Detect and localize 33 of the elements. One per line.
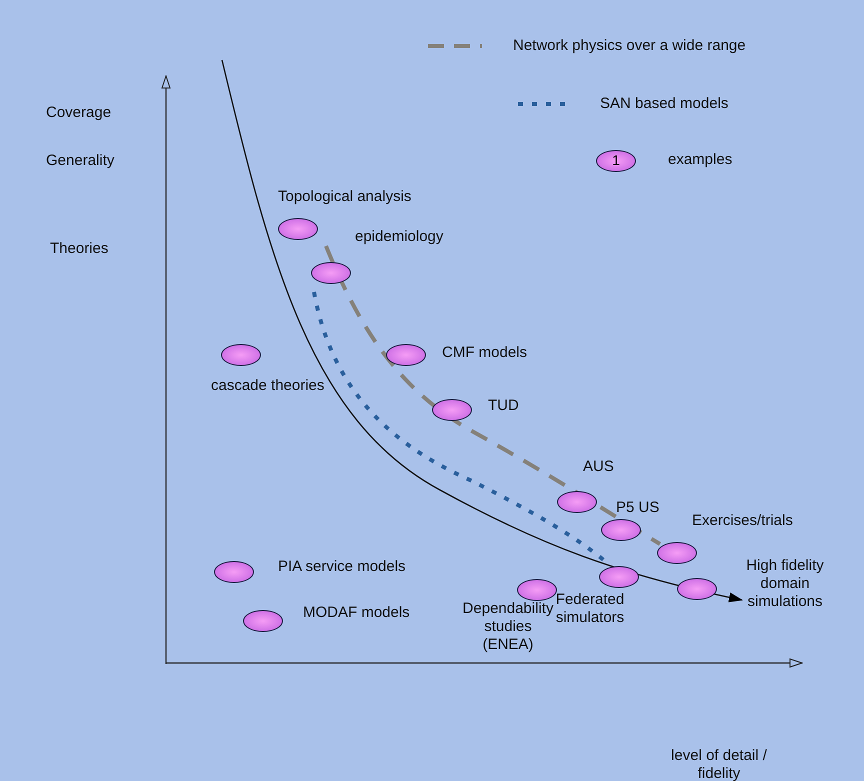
item-label: epidemiology [355,228,444,246]
item-label: CMF models [442,344,528,362]
item-label: cascade theories [211,377,324,395]
item-label: TUD [488,397,519,415]
ellipse-marker [517,579,557,601]
ellipse-marker [599,566,639,588]
ellipse-marker [657,542,697,564]
legend-label: examples [668,151,732,169]
ellipse-marker [677,578,717,600]
item-label: Exercises/trials [692,512,793,530]
item-label: Dependability studies (ENEA) [462,600,554,654]
item-label: PIA service models [278,558,406,576]
item-label: Topological analysis [278,188,412,206]
ellipse-marker [221,344,261,366]
axis-label: Generality [46,152,114,170]
axis-label: level of detail / fidelity [670,747,768,781]
axis-label: Coverage [46,104,112,122]
legend-label: Network physics over a wide range [513,37,746,55]
ellipse-marker [557,491,597,513]
legend-label: SAN based models [600,95,728,113]
item-label: MODAF models [303,604,410,622]
ellipse-marker [278,218,318,240]
ellipse-marker [214,561,254,583]
axis-label: Theories [50,240,108,258]
legend-ellipse: 1 [596,150,636,172]
ellipse-marker [601,519,641,541]
ellipse-marker [311,262,351,284]
item-label: AUS [583,458,614,476]
ellipse-marker [386,344,426,366]
ellipse-marker [243,610,283,632]
ellipse-marker [432,399,472,421]
item-label: High fidelity domain simulations [745,557,825,611]
item-label: P5 US [616,499,660,517]
